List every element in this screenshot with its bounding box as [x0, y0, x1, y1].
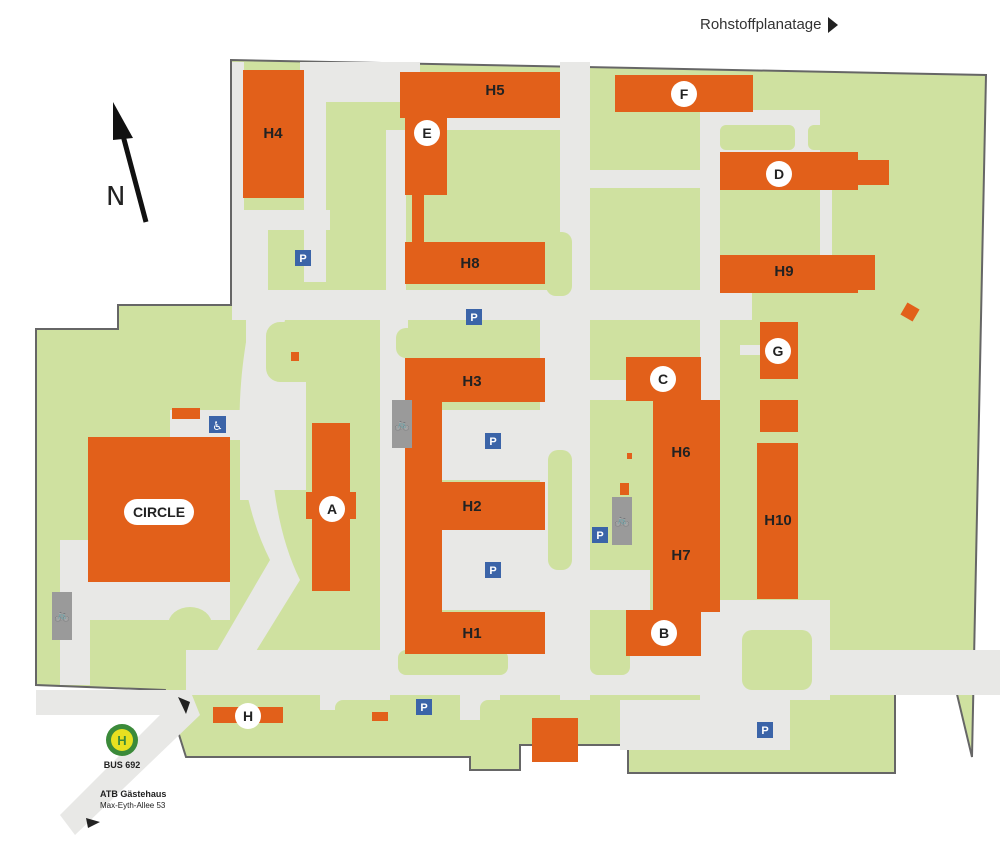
- building-h8: [405, 242, 545, 284]
- building-label-h2[interactable]: H2: [462, 498, 481, 515]
- parking-icon: P: [485, 433, 501, 449]
- circle-label: CIRCLE: [133, 504, 185, 520]
- bus-stop-icon: H: [117, 733, 126, 748]
- circle-pill: [124, 499, 194, 525]
- north-label: N: [106, 182, 125, 212]
- building-label-h3[interactable]: H3: [462, 373, 481, 390]
- building-label-h4[interactable]: H4: [263, 125, 283, 142]
- svg-text:♿: ♿: [212, 419, 223, 433]
- parking-icon: P: [416, 699, 432, 715]
- rohstoffplanatage-label: Rohstoffplanatage: [700, 16, 822, 33]
- building-label-h7[interactable]: H7: [671, 547, 690, 564]
- marker-label: B: [659, 625, 669, 641]
- building-h3: [405, 358, 545, 402]
- bicycle-icon: 🚲: [615, 513, 630, 527]
- building-h10: [757, 443, 798, 599]
- building-label-h9[interactable]: H9: [774, 263, 793, 280]
- direction-arrow-icon: [86, 818, 100, 828]
- building-h9: [720, 255, 875, 290]
- parking-icon: P: [485, 562, 501, 578]
- guest-house-address: Max-Eyth-Allee 53: [100, 801, 166, 810]
- parking-icon: P: [466, 309, 482, 325]
- parking-icon: P: [592, 527, 608, 543]
- svg-text:P: P: [489, 565, 496, 577]
- bicycle-icon: 🚲: [395, 417, 410, 431]
- marker-b[interactable]: B: [651, 620, 677, 646]
- wheelchair-icon: [209, 416, 226, 433]
- building-label-h8[interactable]: H8: [460, 255, 479, 272]
- parking-markers: P P P P P P P: [295, 250, 773, 738]
- building-h1: [405, 612, 545, 654]
- svg-text:P: P: [489, 436, 496, 448]
- building-h2: [405, 482, 545, 530]
- rohstoffplanatage-link[interactable]: Rohstoffplanatage: [700, 16, 838, 33]
- svg-text:P: P: [420, 702, 427, 714]
- marker-h[interactable]: H: [235, 703, 261, 729]
- bus-stop: H BUS 692: [104, 724, 141, 770]
- arrow-right-icon: [827, 16, 838, 33]
- marker-g[interactable]: G: [765, 338, 791, 364]
- bus-line-label: BUS 692: [104, 760, 141, 770]
- guest-house-title: ATB Gästehaus: [100, 789, 166, 799]
- building-label-h6[interactable]: H6: [671, 444, 690, 461]
- north-arrow: N: [106, 102, 149, 223]
- building-label-h1[interactable]: H1: [462, 625, 481, 642]
- parking-icon: P: [757, 722, 773, 738]
- building-h5: [400, 72, 560, 118]
- bike-parking: [52, 400, 632, 640]
- marker-label: G: [773, 343, 784, 359]
- marker-label: A: [327, 501, 337, 517]
- marker-f[interactable]: F: [671, 81, 697, 107]
- svg-text:P: P: [761, 725, 768, 737]
- bicycle-icon: 🚲: [55, 608, 70, 622]
- marker-d[interactable]: D: [766, 161, 792, 187]
- marker-label: D: [774, 166, 784, 182]
- svg-text:P: P: [596, 530, 603, 542]
- building-h6h7: [653, 400, 720, 612]
- marker-label: C: [658, 371, 668, 387]
- direction-arrow-icon: [178, 697, 190, 714]
- marker-c[interactable]: C: [650, 366, 676, 392]
- building-label-h5[interactable]: H5: [485, 82, 504, 99]
- marker-label: F: [680, 86, 689, 102]
- marker-label: E: [422, 125, 431, 141]
- building-h4: [243, 70, 304, 198]
- marker-e[interactable]: E: [414, 120, 440, 146]
- svg-text:P: P: [299, 253, 306, 265]
- parking-icon: P: [295, 250, 311, 266]
- svg-text:P: P: [470, 312, 477, 324]
- marker-label: H: [243, 708, 253, 724]
- building-label-h10[interactable]: H10: [764, 512, 792, 529]
- marker-a[interactable]: A: [319, 496, 345, 522]
